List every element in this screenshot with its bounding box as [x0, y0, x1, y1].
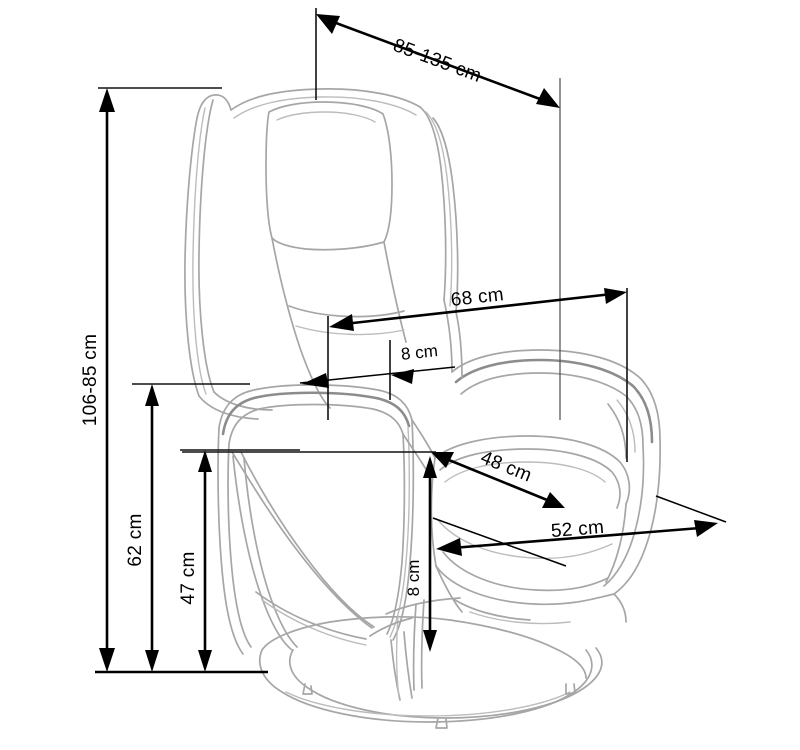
- arrow-head-right: [604, 288, 627, 304]
- arrow-head-left: [302, 373, 329, 388]
- dimension-label-armrest-height: 62 cm: [125, 513, 146, 566]
- dimension-label-overall-diagonal-depth: 85-135 cm: [390, 35, 484, 87]
- arrow-head-left: [329, 314, 354, 331]
- arrow-head-left: [431, 452, 454, 468]
- dimension-line: [451, 526, 701, 550]
- extension-line-right: [655, 495, 727, 523]
- dimension-armrest-height: 62 cm: [125, 383, 250, 672]
- dimension-armrest-offset: 8 cm: [299, 340, 456, 400]
- arrow-head-bottom: [198, 650, 212, 672]
- arrow-head-left: [436, 538, 462, 556]
- dimension-seat-height: 47 cm: [178, 449, 300, 672]
- dimension-label-seat-height: 47 cm: [178, 551, 199, 604]
- dimension-base-clearance: 8 cm: [182, 451, 437, 652]
- arrow-head-top: [423, 456, 437, 478]
- arrow-head-top: [145, 384, 159, 406]
- dimension-label-armrest-offset: 8 cm: [400, 341, 439, 364]
- dimension-backrest-width: 68 cm: [327, 284, 628, 462]
- dimension-label-base-clearance: 8 cm: [404, 560, 423, 597]
- dimension-label-overall-height: 106-85 cm: [80, 334, 101, 426]
- chair-illustration: [184, 88, 661, 729]
- arrow-head-bottom: [99, 648, 115, 672]
- dimension-line: [443, 456, 553, 504]
- arrow-head-top: [198, 450, 212, 472]
- arrow-head-left: [316, 14, 340, 34]
- arrow-head-top: [99, 88, 115, 112]
- dimension-label-seat-width: 52 cm: [550, 517, 605, 542]
- arrow-head-right: [694, 520, 718, 537]
- dimension-seat-width: 52 cm: [432, 495, 727, 567]
- arrow-head-bottom: [145, 650, 159, 672]
- arrow-head-bottom: [423, 630, 437, 652]
- extension-line-left: [432, 517, 567, 567]
- dimension-line: [327, 18, 549, 104]
- arrow-head-right: [536, 88, 560, 108]
- arrow-head-right: [391, 369, 414, 384]
- dimension-overall-height: 106-85 cm: [80, 87, 222, 672]
- dimension-line: [343, 292, 613, 326]
- arrow-head-right: [542, 492, 565, 508]
- dimension-label-seat-depth: 48 cm: [477, 447, 534, 486]
